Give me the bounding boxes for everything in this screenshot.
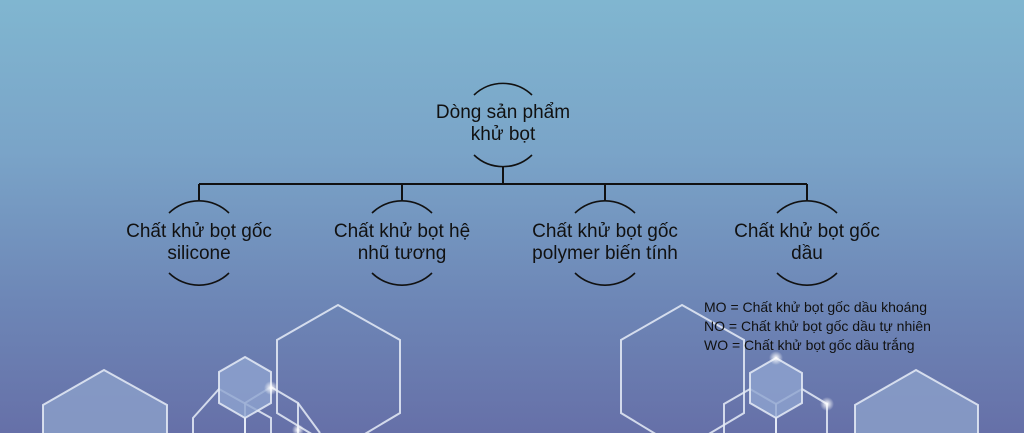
legend-item-mo: MO = Chất khử bọt gốc dầu khoáng — [704, 299, 928, 315]
legend: MO = Chất khử bọt gốc dầu khoáng NO = Ch… — [704, 298, 931, 355]
hexagon-decoration-right — [620, 303, 979, 433]
child-node-line2: silicone — [167, 243, 231, 264]
child-node-line2: nhũ tương — [357, 243, 447, 264]
legend-item-no: NO = Chất khử bọt gốc dầu tự nhiên — [704, 318, 931, 334]
child-node-silicone: Chất khử bọt gốc silicone — [126, 221, 272, 265]
sparkle-icon — [264, 381, 278, 395]
child-node-line1: Chất khử bọt gốc — [532, 221, 678, 242]
child-node-line2: dầu — [791, 243, 823, 264]
child-node-line1: Chất khử bọt gốc — [734, 221, 880, 242]
legend-item-wo: WO = Chất khử bọt gốc dầu trắng — [704, 337, 915, 353]
root-node-line1: Dòng sản phẩm — [435, 102, 571, 123]
child-node-emulsion: Chất khử bọt hệ nhũ tương — [334, 221, 470, 265]
child-node-oil: Chất khử bọt gốc dầu — [734, 221, 880, 265]
child-node-arcs-1 — [168, 200, 230, 286]
child-node-line1: Chất khử bọt gốc — [126, 221, 272, 242]
sparkle-icon — [292, 424, 304, 433]
child-node-arcs-2 — [371, 200, 433, 286]
root-node-line2: khử bọt — [470, 124, 536, 145]
child-node-line1: Chất khử bọt hệ — [333, 221, 471, 242]
hexagon-decoration-left — [42, 303, 401, 433]
child-node-modified-polymer: Chất khử bọt gốc polymer biến tính — [532, 221, 678, 265]
hexagon-filled-left-icon — [42, 368, 168, 433]
child-node-arcs-4 — [776, 200, 838, 286]
hexagon-outline-large-right-icon — [620, 303, 745, 433]
hexagon-outline-mid-left-icon — [192, 387, 272, 433]
hexagon-small-filled-right-icon — [749, 356, 803, 420]
sparkle-icon — [820, 397, 834, 411]
hexagon-small-filled-left-icon — [218, 355, 272, 420]
child-node-line2: polymer biến tính — [532, 243, 678, 264]
sparkle-icon — [769, 351, 783, 365]
hexagon-filled-right-icon — [854, 368, 979, 433]
child-node-arcs-3 — [574, 200, 636, 286]
root-node-arcs — [473, 82, 533, 168]
hexagon-outline-large-left-icon — [276, 303, 401, 433]
connector-lines — [198, 167, 808, 200]
root-node: Dòng sản phẩm khử bọt — [436, 102, 570, 146]
